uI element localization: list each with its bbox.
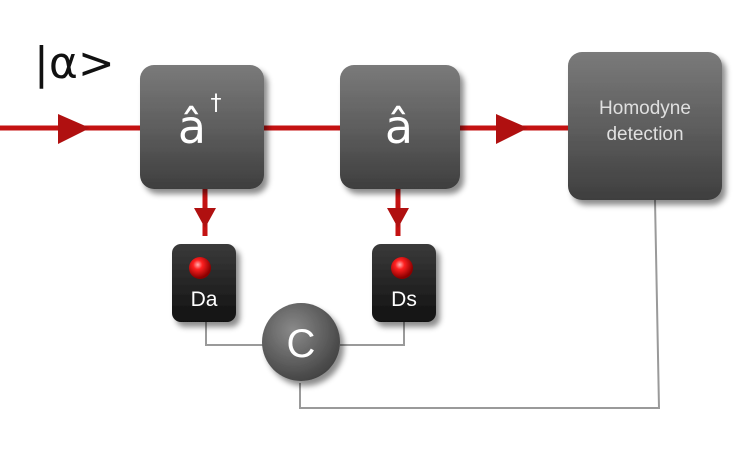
annihilation-operator-block: â [340, 65, 460, 189]
correlation-wires [205, 199, 661, 409]
creation-operator-symbol: â [178, 100, 206, 154]
beam-arrow-ds [387, 208, 409, 228]
detector-da-led [189, 257, 211, 279]
detector-ds: Ds [372, 244, 436, 322]
creation-operator-block: â † [140, 65, 264, 189]
detector-da-label: Da [191, 288, 218, 311]
wire-detection-to-c [299, 199, 661, 409]
detection-label-line1: Homodyne [599, 98, 691, 119]
input-state-label: |α> [34, 38, 115, 89]
detector-ds-label: Ds [391, 288, 417, 311]
wire-da-to-c [205, 322, 264, 346]
detector-beams [194, 188, 409, 236]
detector-ds-led [391, 257, 413, 279]
beam-arrow-output [496, 114, 528, 144]
beam-arrow-da [194, 208, 216, 228]
wire-ds-to-c [340, 322, 405, 346]
correlator: C [262, 303, 340, 381]
creation-operator-dagger: † [211, 91, 222, 116]
homodyne-detection-block: Homodyne detection [568, 52, 722, 200]
annihilation-operator-symbol: â [385, 100, 413, 154]
correlator-label: C [287, 322, 316, 366]
detector-da: Da [172, 244, 236, 322]
beam-arrow-input [58, 114, 90, 144]
detection-label-line2: detection [606, 124, 683, 145]
beam-path [0, 114, 572, 144]
